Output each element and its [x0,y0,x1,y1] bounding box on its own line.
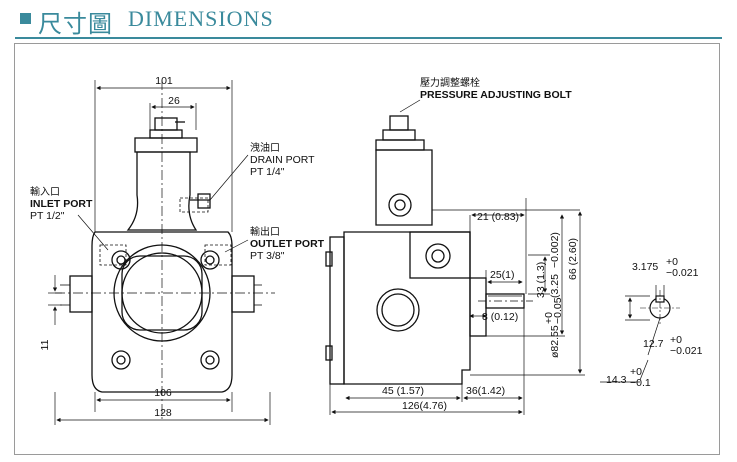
front-labels: 101 26 106 128 11 輸入口 INLET PORT PT 1/2"… [30,75,325,419]
tol-143-plus: +0 [630,366,642,378]
inlet-port-pt: PT 1/2" [30,210,65,222]
side-dimensions [329,99,585,415]
front-top-cap [154,117,178,131]
dim-106: 106 [154,387,172,399]
side-view [325,115,533,385]
drain-port-pt: PT 1/4" [250,166,285,178]
header-bullet-square [20,13,31,24]
adjusting-bolt-label: PRESSURE ADJUSTING BOLT [420,89,572,101]
dim-82-tol-plus: +0 [543,312,555,324]
tol-143-minus: −0.1 [630,377,651,389]
front-body [91,231,233,393]
outlet-port-cjk: 輸出口 [250,225,280,238]
side-outlet-boss [425,243,451,269]
bolt-top-left [111,250,131,270]
tol-3175-plus: +0 [666,256,678,268]
dim-126: 126(4.76) [402,400,447,412]
drain-port-boss [197,193,211,209]
dim-82-group: ø82.55 +0 −0.05 (3.25 −0.002) [543,232,564,358]
tol-127-plus: +0 [670,334,682,346]
side-inlet-port [376,288,420,332]
drain-port-label: DRAIN PORT [250,154,315,166]
front-dimensions [48,80,271,425]
outlet-port-label: OUTLET PORT [250,238,325,250]
inlet-port-label: INLET PORT [30,198,93,210]
shaft-detail [640,290,680,326]
tol-3175-minus: −0.021 [666,267,699,279]
dim-21: 21 (0.83) [477,211,519,223]
inlet-port-cjk: 輸入口 [30,185,60,198]
dim-82-inch: (3.25 [549,274,561,298]
front-view [55,80,275,420]
dim-3175: 3.175 [632,261,658,273]
header-title-cjk: 尺寸圖 [38,10,113,38]
side-upper-port [388,193,412,217]
dim-82-inch-tol: −0.002) [549,232,561,268]
side-main-body [343,231,471,385]
section-header: 尺寸圖 DIMENSIONS [0,0,737,40]
shaft-labels: 3.175 +0 −0.021 12.7 +0 −0.021 14.3 +0 −… [606,256,703,389]
header-rule [15,37,722,39]
bolt-bottom-left [111,350,131,370]
drain-port-cjk: 洩油口 [250,141,280,154]
drawing-frame [14,43,720,455]
shaft-dimensions [600,285,665,383]
bolt-top-right [200,250,220,270]
outlet-port-pt: PT 3/8" [250,250,285,262]
dim-3: 3 (0.12) [482,311,518,323]
dim-45: 45 (1.57) [382,385,424,397]
dim-127: 12.7 [643,338,664,350]
dim-82-main: ø82.55 [549,325,561,358]
tol-127-minus: −0.021 [670,345,703,357]
front-bore-outer [113,244,211,342]
bolt-bottom-right [200,350,220,370]
dim-33: 33 (1.3) [535,262,547,298]
dim-143: 14.3 [606,374,627,386]
dim-26: 26 [168,95,180,107]
dim-128: 128 [154,407,172,419]
header-title-en: DIMENSIONS [128,6,274,31]
dim-25: 25(1) [490,269,515,281]
adjusting-bolt-cjk: 壓力調整螺栓 [420,76,480,89]
dim-36: 36(1.42) [466,385,505,397]
side-labels: 壓力調整螺栓 PRESSURE ADJUSTING BOLT 21 (0.83)… [382,76,579,412]
side-adjusting-bolt [389,115,409,131]
dim-82-tol-minus: −0.05 [552,297,564,324]
dim-66: 66 (2.60) [567,238,579,280]
dim-101: 101 [155,75,173,87]
dim-11: 11 [39,339,51,350]
